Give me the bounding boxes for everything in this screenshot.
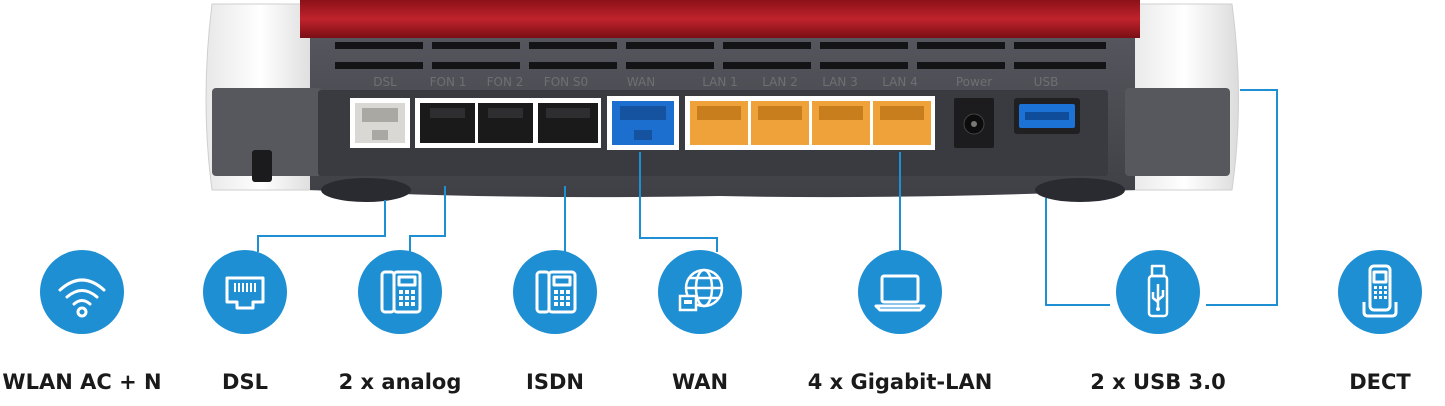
feature-usb-label: 2 x USB 3.0 <box>1090 370 1226 394</box>
router-right-band <box>1125 88 1230 176</box>
router-foot-left <box>321 178 411 202</box>
router-left-band <box>212 88 322 176</box>
fon-s0-port <box>535 98 601 148</box>
fon-ports <box>415 98 535 148</box>
vent-row-top <box>335 42 1106 49</box>
cordless-phone-icon <box>1362 264 1398 318</box>
feature-lan: 4 x Gigabit-LAN <box>800 250 1000 406</box>
port-label-usb: USB <box>1034 75 1059 89</box>
port-label-power: Power <box>956 75 992 89</box>
port-label-dsl: DSL <box>373 75 397 89</box>
feature-dsl-circle <box>203 250 287 334</box>
feature-lan-label: 4 x Gigabit-LAN <box>807 370 993 394</box>
connector-lines <box>257 89 1278 306</box>
feature-lan-circle <box>858 250 942 334</box>
feature-isdn-label: ISDN <box>526 370 584 394</box>
globe-network-icon <box>678 268 724 312</box>
feature-wlan: WLAN AC + N <box>0 250 182 406</box>
feature-usb-circle <box>1116 250 1200 334</box>
feature-analog: 2 x analog <box>300 250 500 406</box>
feature-isdn: ISDN <box>455 250 655 406</box>
feature-wan-label: WAN <box>671 370 729 394</box>
wifi-icon <box>58 278 106 318</box>
router-red-top <box>300 0 1140 38</box>
feature-dect: DECT <box>1280 250 1445 406</box>
usb-stick-icon <box>1147 264 1169 318</box>
laptop-icon <box>874 274 926 312</box>
feature-wan: WAN <box>600 250 800 406</box>
feature-isdn-circle <box>513 250 597 334</box>
port-label-fon2: FON 2 <box>487 75 524 89</box>
phone-icon <box>535 270 577 314</box>
usb-port <box>1014 98 1080 134</box>
port-label-lan1: LAN 1 <box>702 75 738 89</box>
phone-icon <box>380 270 422 314</box>
cable-clip <box>252 150 272 182</box>
feature-dsl-label: DSL <box>222 370 268 394</box>
feature-wan-circle <box>658 250 742 334</box>
vent-row-bottom <box>335 62 1106 69</box>
feature-dsl: DSL <box>145 250 345 406</box>
dsl-port <box>350 98 410 148</box>
port-label-wan: WAN <box>627 75 655 89</box>
feature-analog-circle <box>358 250 442 334</box>
port-label-fons: FON S0 <box>544 75 588 89</box>
feature-dect-circle <box>1338 250 1422 334</box>
feature-wlan-circle <box>40 250 124 334</box>
feature-analog-label: 2 x analog <box>338 370 462 394</box>
port-label-lan4: LAN 4 <box>882 75 918 89</box>
port-label-lan2: LAN 2 <box>762 75 798 89</box>
ethernet-port-icon <box>225 276 265 310</box>
wan-port <box>607 96 679 150</box>
lan-ports <box>685 96 935 150</box>
port-label-lan3: LAN 3 <box>822 75 858 89</box>
feature-usb: 2 x USB 3.0 <box>1058 250 1258 406</box>
feature-wlan-label: WLAN AC + N <box>2 370 162 394</box>
port-label-fon1: FON 1 <box>430 75 467 89</box>
power-port <box>954 98 994 148</box>
router-foot-right <box>1035 178 1125 202</box>
feature-dect-label: DECT <box>1349 370 1411 394</box>
